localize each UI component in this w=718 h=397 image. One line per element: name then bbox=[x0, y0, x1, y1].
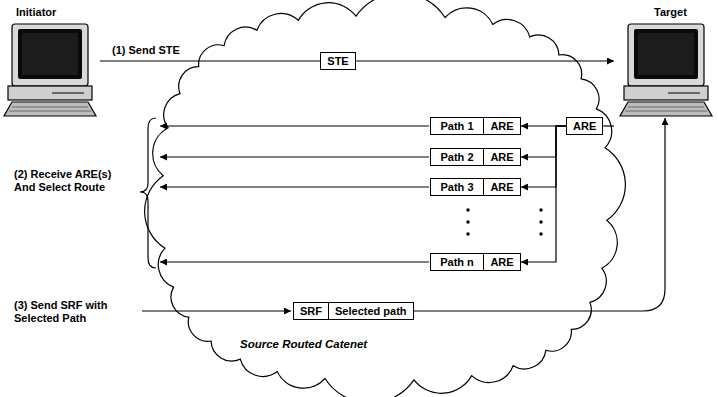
connector bbox=[356, 60, 614, 61]
frame-box: ARE bbox=[566, 117, 603, 135]
station-label: Target bbox=[654, 6, 687, 19]
box-text: ARE bbox=[483, 254, 520, 270]
box-text: Path 3 bbox=[431, 179, 483, 195]
drive-slot bbox=[668, 93, 700, 94]
screen bbox=[634, 29, 698, 79]
box-text: ARE bbox=[567, 118, 602, 134]
srf-frame-box: SRFSelected path bbox=[293, 302, 414, 320]
monitor bbox=[12, 24, 88, 86]
connector bbox=[414, 118, 665, 311]
path-frame-box: Path 3ARE bbox=[430, 178, 521, 196]
box-text: STE bbox=[321, 53, 355, 69]
initiator-computer-icon bbox=[4, 24, 96, 116]
return-arrow bbox=[160, 186, 429, 187]
box-text: Path 1 bbox=[431, 118, 483, 134]
monitor bbox=[628, 24, 704, 86]
key-row bbox=[628, 107, 704, 108]
region-label: Source Routed Catenet bbox=[240, 338, 367, 351]
screen-glare bbox=[22, 33, 78, 75]
step-label: (3) Send SRF with Selected Path bbox=[14, 299, 138, 325]
box-text: ARE bbox=[483, 149, 520, 165]
path-frame-box: Path nARE bbox=[430, 253, 521, 271]
ellipsis-dot bbox=[539, 232, 542, 235]
target-node: Target bbox=[614, 4, 716, 118]
ellipsis-dot bbox=[466, 208, 469, 211]
screen bbox=[18, 29, 82, 79]
return-arrow bbox=[160, 261, 429, 262]
initiator-node: Initiator bbox=[2, 4, 100, 118]
step-label: (1) Send STE bbox=[112, 44, 180, 57]
leader-arrow bbox=[142, 310, 291, 311]
step-label: (2) Receive ARE(s) And Select Route bbox=[14, 168, 134, 194]
path-frame-box: Path 2ARE bbox=[430, 148, 521, 166]
keyboard bbox=[620, 102, 712, 116]
screen-glare bbox=[638, 33, 694, 75]
station-label: Initiator bbox=[16, 6, 56, 19]
connector bbox=[521, 126, 566, 187]
catenet-cloud: Source Routed CatenetSTEAREPath 1AREPath… bbox=[150, 3, 620, 393]
return-arrow bbox=[160, 125, 429, 126]
path-frame-box: Path 1ARE bbox=[430, 117, 521, 135]
target-computer-icon bbox=[620, 24, 712, 116]
box-text: SRF bbox=[294, 303, 328, 319]
drive-slot bbox=[52, 93, 84, 94]
connector bbox=[100, 60, 320, 61]
keyboard bbox=[4, 102, 96, 116]
box-text: Path n bbox=[431, 254, 483, 270]
frame-box: STE bbox=[320, 52, 356, 70]
ellipsis-dot bbox=[466, 220, 469, 223]
connector bbox=[603, 125, 614, 126]
cloud-outline bbox=[150, 3, 620, 393]
box-text: Path 2 bbox=[431, 149, 483, 165]
key-row bbox=[9, 111, 91, 112]
box-text: ARE bbox=[483, 118, 520, 134]
system-unit bbox=[8, 86, 92, 100]
brace bbox=[140, 118, 156, 268]
key-row bbox=[625, 111, 707, 112]
return-arrow bbox=[160, 156, 429, 157]
connector bbox=[521, 126, 566, 157]
ellipsis-dot bbox=[466, 232, 469, 235]
box-text: Selected path bbox=[328, 303, 413, 319]
ellipsis-dot bbox=[539, 208, 542, 211]
box-text: ARE bbox=[483, 179, 520, 195]
key-row bbox=[12, 107, 88, 108]
ellipsis-dot bbox=[539, 220, 542, 223]
connector bbox=[521, 126, 566, 262]
system-unit bbox=[624, 86, 708, 100]
cloud-outline-path bbox=[145, 0, 626, 397]
